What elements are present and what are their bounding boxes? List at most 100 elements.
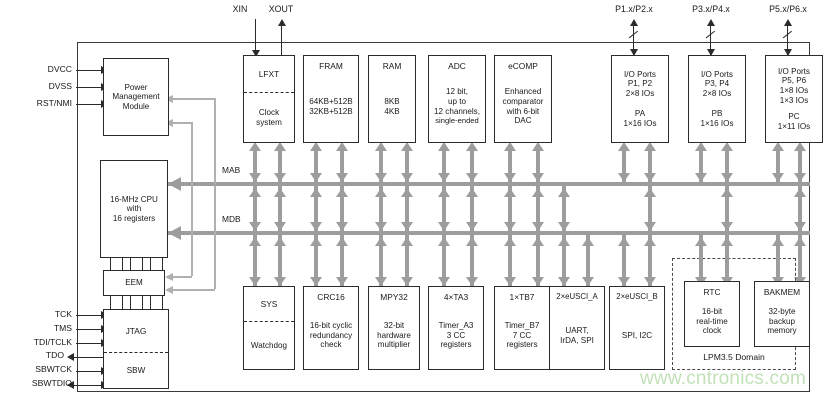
block-crc16[interactable]: CRC16 16-bit cyclic redundancy check [303,286,359,370]
adc-bus-v-left [442,145,446,184]
block-eusci-a[interactable]: 2×eUSCI_A UART, IrDA, SPI [549,286,605,370]
lfxt-bus-v-right-2 [278,186,282,233]
block-io-ports-pc[interactable]: I/O Ports P5, P6 1×8 IOs 1×3 IOs PC 1×11… [765,55,823,143]
mpy-bus-v-right [405,235,409,286]
ram-line2: 4KB [384,106,400,116]
eem-jtag-stub-1 [110,296,123,309]
eusci-a-title: 2×eUSCI_A [556,292,598,301]
iopb-line1: I/O Ports [701,69,733,79]
dvcc-line [76,69,104,71]
iopa-line2: P1, P2 [627,79,653,89]
block-io-ports-pa[interactable]: I/O Ports P1, P2 2×8 IOs PA 1×16 IOs [611,55,669,143]
mdb-bus-line [168,231,810,235]
pmm-line1: Power [124,82,148,92]
block-fram[interactable]: FRAM 64KB+512B 32KB+512B [303,55,359,143]
iopc-line1: I/O Ports [778,66,810,76]
iopc-line5: 1×11 IOs [777,121,811,131]
bakmem-bus-v-left [776,235,780,286]
lfxt-title: LFXT [258,69,280,79]
block-io-ports-pb[interactable]: I/O Ports P3, P4 2×8 IOs PB 1×16 IOs [688,55,746,143]
block-rtc[interactable]: RTC 16-bit real-time clock [684,281,740,347]
ta3-line1: Timer_A3 [438,321,474,331]
rtc-line3: clock [702,326,722,336]
euscia-bus-v-right [586,235,590,286]
tdo-pin-label: TDO [45,350,64,360]
pmm-line2: Management [112,92,160,102]
tms-line [76,328,104,330]
pmm-line3: Module [122,101,150,111]
iopa-bus-v-right [648,145,652,233]
tditclk-pin-label: TDI/TCLK [33,337,72,347]
site-watermark: www.cntronics.com [640,368,806,389]
bakmem-line2: backup [768,316,796,326]
pmm-feedback-arrowhead2 [165,118,173,127]
dvss-line [76,86,104,88]
lfxt-bus-v-left [253,145,257,184]
iopb-bus-v-left [699,145,703,184]
crc16-line3: check [320,340,342,350]
cpu-eem-stub-3 [150,258,163,271]
bakmem-line3: memory [767,326,797,336]
tdo-arrowhead [67,353,74,361]
tditclk-line [76,342,104,344]
fram-line2: 32KB+512B [309,106,353,116]
mab-bus-label: MAB [222,165,241,175]
tb7-bus-v-left [508,186,512,286]
block-lfxt[interactable]: LFXT Clock system [243,55,295,143]
sys-bus-v-left [253,186,257,286]
mab-bus-line [168,182,810,186]
sys-body: Watchdog [250,340,288,350]
p5p6-arrowhead-down [783,49,792,56]
lpm35-domain-label: LPM3.5 Domain [703,352,765,362]
p1p2-pin-label: P1.x/P2.x [615,4,653,14]
p3p4-arrowhead-up [706,19,715,26]
iopc-bus-v-right [798,145,802,233]
xout-pin-label: XOUT [268,4,294,14]
block-jtag-sbw[interactable]: JTAG SBW [103,309,169,389]
iopc-line4: PC [788,112,800,122]
p3p4-arrowhead-down [706,49,715,56]
block-timer-a3[interactable]: 4×TA3 Timer_A3 3 CC registers [428,286,484,370]
block-bakmem[interactable]: BAKMEM 32-byte backup memory [754,281,810,347]
block-ram[interactable]: RAM 8KB 4KB [368,55,416,143]
iopa-bus-v-left [622,145,626,184]
adc-title: ADC [448,61,466,71]
block-mpy32[interactable]: MPY32 32-bit hardware multiplier [368,286,420,370]
rtc-line1: 16-bit [701,307,723,317]
block-power-management-module[interactable]: Power Management Module [103,58,169,136]
cpu-line2: with [126,204,142,214]
ram-title: RAM [382,61,402,71]
tb7-line3: registers [506,340,538,350]
crc-bus-v-right [340,235,344,286]
block-ecomp[interactable]: eCOMP Enhanced comparator with 6-bit DAC [494,55,552,143]
ta3-line3: registers [440,340,472,350]
block-sys[interactable]: SYS Watchdog [243,286,295,370]
block-eem[interactable]: EEM [103,270,165,296]
pmm-feedback-v2 [191,122,193,234]
iopb-line2: P3, P4 [704,79,730,89]
crc16-line1: 16-bit cyclic [309,321,353,331]
ram-bus-v-right [405,145,409,233]
tb7-line1: Timer_B7 [504,321,540,331]
pmm-feedback-h2 [172,122,192,124]
ram-bus-v-left [379,145,383,184]
jtag-title: JTAG [125,326,147,336]
iopa-line1: I/O Ports [624,69,656,79]
ecomp-line3: with 6-bit [506,106,540,116]
mpy32-line3: multiplier [377,340,411,350]
fram-bus-v-left [314,145,318,184]
p5p6-line [787,24,789,55]
block-adc[interactable]: ADC 12 bit, up to 12 channels, single-en… [428,55,486,143]
mpy32-line2: hardware [377,330,411,340]
ecomp-bus-v-right [536,145,540,233]
iopb-line3: 2×8 IOs [702,88,732,98]
eem-jtag-stub-3 [150,296,163,309]
block-eusci-b[interactable]: 2×eUSCI_B SPI, I2C [609,286,665,370]
block-timer-b7[interactable]: 1×TB7 Timer_B7 7 CC registers [494,286,550,370]
tb7-bus-v-right [536,235,540,286]
sys-title: SYS [260,299,278,309]
p1p2-arrowhead-up [629,19,638,26]
ta3-bus-v-left [442,186,446,286]
eem-feedback-v2 [214,185,216,289]
block-cpu[interactable]: 16-MHz CPU with 16 registers [100,160,168,258]
